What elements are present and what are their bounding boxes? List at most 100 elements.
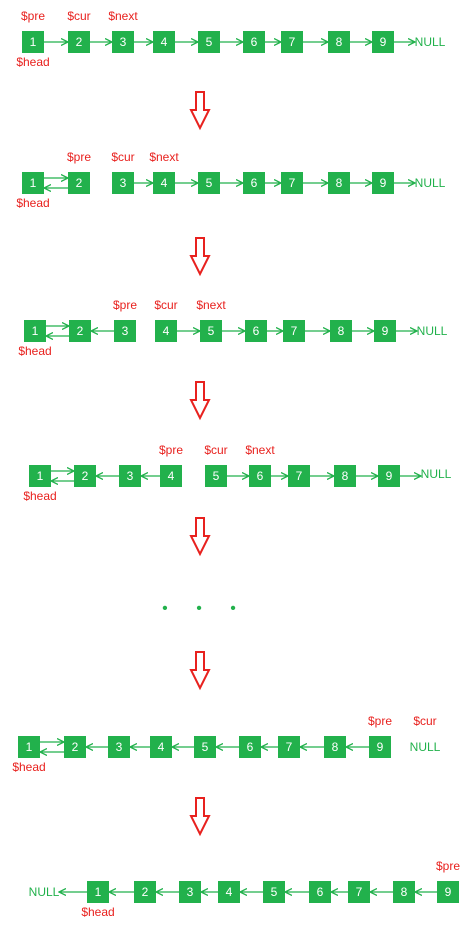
pointer-1-next: $next xyxy=(149,150,179,164)
node-0-3: 3 xyxy=(112,31,134,53)
node-value: 8 xyxy=(342,469,349,483)
node-0-9: 9 xyxy=(372,31,394,53)
null-label-4: NULL xyxy=(410,740,441,754)
node-0-2: 2 xyxy=(68,31,90,53)
step-down-arrow-1 xyxy=(189,237,211,277)
null-label-0: NULL xyxy=(415,35,446,49)
node-value: 5 xyxy=(208,324,215,338)
node-value: 1 xyxy=(30,35,37,49)
node-value: 6 xyxy=(253,324,260,338)
node-1-5: 5 xyxy=(198,172,220,194)
pointer-2-pre: $pre xyxy=(113,298,137,312)
node-2-7: 7 xyxy=(283,320,305,342)
pointer-1-pre: $pre xyxy=(67,150,91,164)
node-value: 7 xyxy=(289,176,296,190)
node-1-3: 3 xyxy=(112,172,134,194)
node-1-7: 7 xyxy=(281,172,303,194)
node-3-3: 3 xyxy=(119,465,141,487)
node-3-1: 1 xyxy=(29,465,51,487)
node-0-4: 4 xyxy=(153,31,175,53)
node-1-8: 8 xyxy=(328,172,350,194)
node-5-2: 2 xyxy=(134,881,156,903)
node-5-1: 1 xyxy=(87,881,109,903)
node-value: 3 xyxy=(120,35,127,49)
node-2-5: 5 xyxy=(200,320,222,342)
node-value: 1 xyxy=(32,324,39,338)
node-value: 9 xyxy=(382,324,389,338)
node-4-8: 8 xyxy=(324,736,346,758)
node-value: 3 xyxy=(122,324,129,338)
node-4-5: 5 xyxy=(194,736,216,758)
node-2-8: 8 xyxy=(330,320,352,342)
node-0-1: 1 xyxy=(22,31,44,53)
node-value: 6 xyxy=(257,469,264,483)
node-value: 8 xyxy=(336,35,343,49)
node-value: 8 xyxy=(401,885,408,899)
node-0-5: 5 xyxy=(198,31,220,53)
node-2-9: 9 xyxy=(374,320,396,342)
pointer-3-next: $next xyxy=(245,443,275,457)
node-value: 3 xyxy=(116,740,123,754)
node-2-6: 6 xyxy=(245,320,267,342)
node-4-4: 4 xyxy=(150,736,172,758)
node-value: 3 xyxy=(120,176,127,190)
pointer-0-pre: $pre xyxy=(21,9,45,23)
node-0-8: 8 xyxy=(328,31,350,53)
node-5-6: 6 xyxy=(309,881,331,903)
node-4-7: 7 xyxy=(278,736,300,758)
node-value: 5 xyxy=(213,469,220,483)
step-down-arrow-3 xyxy=(189,517,211,557)
node-value: 1 xyxy=(26,740,33,754)
node-value: 2 xyxy=(142,885,149,899)
node-value: 2 xyxy=(76,35,83,49)
node-4-9: 9 xyxy=(369,736,391,758)
node-value: 2 xyxy=(82,469,89,483)
ellipsis-dots: • • • xyxy=(162,600,248,617)
node-value: 5 xyxy=(271,885,278,899)
pointer-1-cur: $cur xyxy=(111,150,134,164)
pointer-4-pre: $pre xyxy=(368,714,392,728)
node-value: 9 xyxy=(386,469,393,483)
node-0-7: 7 xyxy=(281,31,303,53)
node-1-1: 1 xyxy=(22,172,44,194)
node-value: 7 xyxy=(286,740,293,754)
node-value: 5 xyxy=(202,740,209,754)
null-label-5: NULL xyxy=(29,885,60,899)
node-value: 9 xyxy=(380,176,387,190)
node-4-1: 1 xyxy=(18,736,40,758)
node-1-6: 6 xyxy=(243,172,265,194)
node-value: 4 xyxy=(168,469,175,483)
node-value: 9 xyxy=(377,740,384,754)
node-1-4: 4 xyxy=(153,172,175,194)
node-value: 2 xyxy=(77,324,84,338)
node-5-7: 7 xyxy=(348,881,370,903)
node-value: 1 xyxy=(95,885,102,899)
node-3-6: 6 xyxy=(249,465,271,487)
node-value: 4 xyxy=(163,324,170,338)
node-value: 6 xyxy=(317,885,324,899)
node-4-2: 2 xyxy=(64,736,86,758)
node-value: 2 xyxy=(72,740,79,754)
pointer-5-pre: $pre xyxy=(436,859,460,873)
node-4-3: 3 xyxy=(108,736,130,758)
node-value: 7 xyxy=(289,35,296,49)
node-value: 5 xyxy=(206,176,213,190)
node-value: 2 xyxy=(76,176,83,190)
node-3-4: 4 xyxy=(160,465,182,487)
pointer-3-head: $head xyxy=(23,489,56,503)
node-value: 9 xyxy=(445,885,452,899)
node-value: 3 xyxy=(187,885,194,899)
pointer-0-head: $head xyxy=(16,55,49,69)
node-5-5: 5 xyxy=(263,881,285,903)
node-2-3: 3 xyxy=(114,320,136,342)
pointer-3-cur: $cur xyxy=(204,443,227,457)
node-value: 8 xyxy=(332,740,339,754)
node-value: 7 xyxy=(356,885,363,899)
node-value: 9 xyxy=(380,35,387,49)
node-0-6: 6 xyxy=(243,31,265,53)
step-down-arrow-2 xyxy=(189,381,211,421)
pointer-4-head: $head xyxy=(12,760,45,774)
node-value: 1 xyxy=(37,469,44,483)
node-3-2: 2 xyxy=(74,465,96,487)
node-value: 8 xyxy=(336,176,343,190)
